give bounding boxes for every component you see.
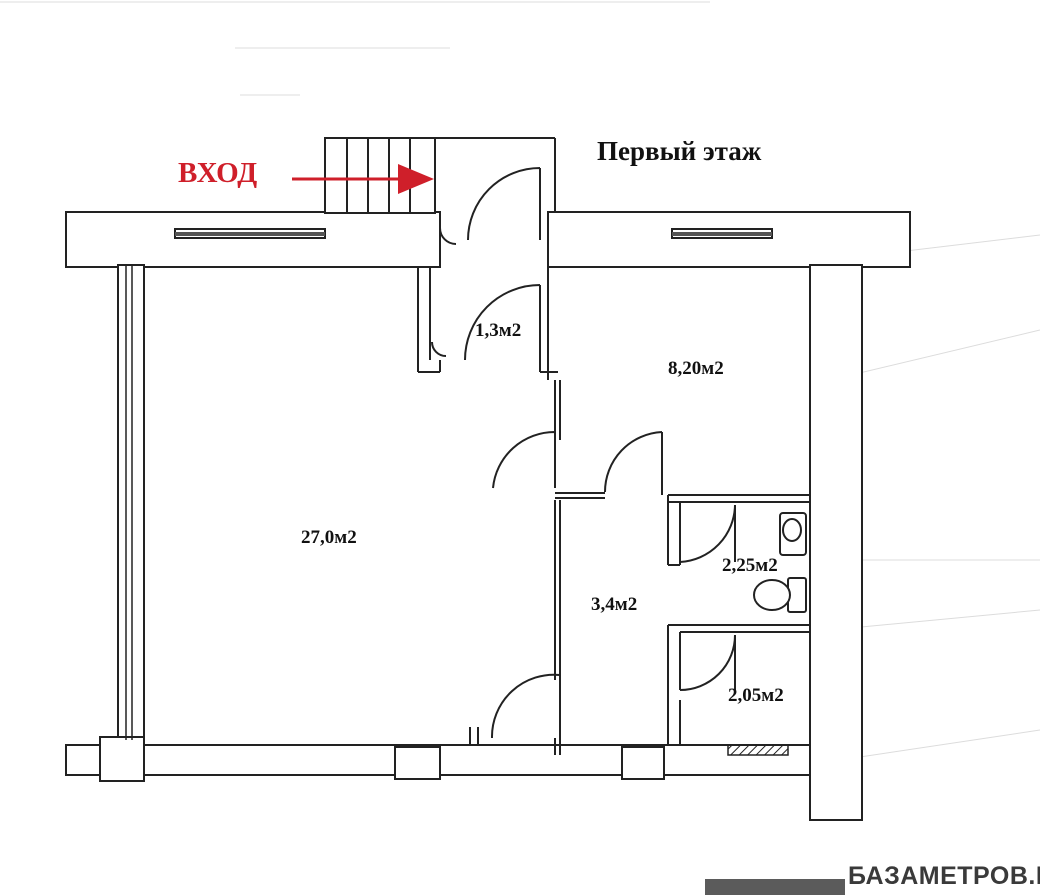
bottom-pier-middle [394, 746, 441, 780]
room-area-corridor: 3,4м2 [591, 594, 638, 615]
windows [125, 228, 773, 740]
floor-title: Первый этаж [597, 136, 762, 166]
room-area-vestibule: 1,3м2 [475, 320, 522, 341]
sink-icon [779, 512, 807, 556]
bottom-pier-right [621, 746, 665, 780]
watermark-strip [705, 879, 845, 895]
lower-hall-door [490, 673, 561, 739]
watermark-text: БАЗАМЕТРОВ.РУ [848, 862, 1040, 890]
office-door [603, 431, 663, 495]
bathroom-door [679, 504, 736, 563]
hall-door [492, 430, 556, 489]
room-area-bathroom: 2,25м2 [722, 555, 778, 576]
corner-pier-bottom-left [99, 736, 145, 782]
entry-door [467, 167, 541, 241]
left-exterior-wall [117, 264, 145, 756]
storage-door [679, 634, 736, 691]
top-wall-right [547, 211, 911, 268]
walls [65, 211, 911, 821]
entry-label: ВХОД [178, 157, 258, 189]
interior-walls [417, 267, 810, 755]
entry-stairs [324, 137, 556, 214]
vestibule-door [464, 284, 541, 361]
top-wall-left [65, 211, 441, 268]
room-area-storage: 2,05м2 [728, 685, 784, 706]
room-area-office: 8,20м2 [668, 358, 724, 379]
door-swings [431, 167, 736, 739]
room-area-main-hall: 27,0м2 [301, 527, 357, 548]
right-exterior-wall [809, 264, 863, 821]
vent-hatch [727, 744, 789, 756]
scan-artifacts [0, 1, 1040, 761]
toilet-icon [753, 577, 807, 613]
